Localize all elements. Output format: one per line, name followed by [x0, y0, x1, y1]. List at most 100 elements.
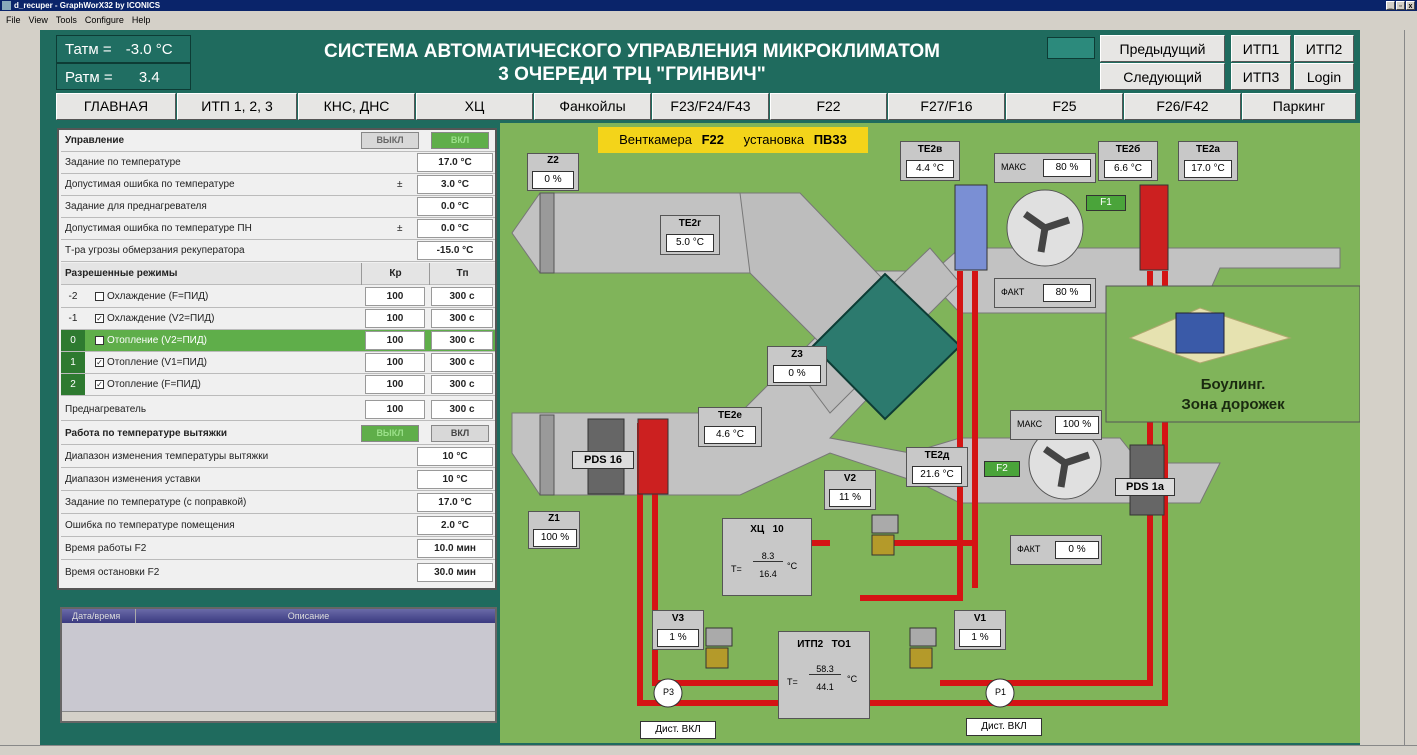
stop-time-field[interactable]: 30.0 мин: [417, 563, 493, 582]
z1-value[interactable]: 100 %: [533, 529, 577, 547]
restore-button[interactable]: ▫: [1396, 1, 1405, 10]
menu-bar: File View Tools Configure Help: [0, 11, 1417, 29]
nav-f27[interactable]: F27/F16: [888, 93, 1005, 120]
mode-checkbox[interactable]: ✓Отопление (V1=ПИД): [95, 357, 207, 368]
mode-kp-field[interactable]: 100: [365, 353, 425, 372]
v3-value[interactable]: 1 %: [657, 629, 699, 647]
log-scrollbar[interactable]: [62, 711, 495, 721]
te2e-value[interactable]: 4.6 °C: [704, 426, 756, 444]
valve-v2-actuator: [871, 514, 899, 534]
mode-checkbox[interactable]: Охлаждение (F=ПИД): [95, 291, 208, 302]
freeze-threshold-field[interactable]: -15.0 °C: [417, 241, 493, 260]
itp1-button[interactable]: ИТП1: [1231, 35, 1291, 62]
exhaust-off-button[interactable]: ВЫКЛ: [361, 425, 419, 442]
horizontal-scrollbar[interactable]: [0, 745, 1417, 755]
menu-help[interactable]: Help: [131, 15, 151, 25]
nav-kns[interactable]: КНС, ДНС: [298, 93, 415, 120]
next-button[interactable]: Следующий: [1100, 63, 1225, 90]
te2g-value[interactable]: 5.0 °C: [666, 234, 714, 252]
mode-kp-field[interactable]: 100: [365, 331, 425, 350]
nav-xc[interactable]: ХЦ: [416, 93, 533, 120]
pds16-label: PDS 16: [572, 451, 634, 469]
preheater-tp-field[interactable]: 300 с: [431, 400, 493, 419]
te2v-value[interactable]: 4.4 °C: [906, 160, 954, 178]
te2b-value[interactable]: 6.6 °C: [1104, 160, 1152, 178]
te2d-widget: ТЕ2д 21.6 °C: [906, 447, 968, 487]
te2b-label: ТЕ2б: [1115, 144, 1141, 155]
fact-top-widget: ФАКТ 80 %: [994, 278, 1096, 308]
mode-tp-field[interactable]: 300 с: [431, 331, 493, 350]
p1-remote-button[interactable]: Дист. ВКЛ: [966, 718, 1042, 736]
nav-main[interactable]: ГЛАВНАЯ: [56, 93, 176, 120]
patm-readout: Ратм = 3.4: [56, 63, 191, 90]
exhaust-range-row: Диапазон изменения температуры вытяжки 1…: [61, 446, 495, 468]
log-col-datetime[interactable]: Дата/время: [62, 609, 136, 623]
temp-error-field[interactable]: 3.0 °C: [417, 175, 493, 194]
fact-top-value[interactable]: 80 %: [1043, 284, 1091, 302]
menu-file[interactable]: File: [6, 15, 21, 25]
nav-itp123[interactable]: ИТП 1, 2, 3: [177, 93, 297, 120]
nav-f25[interactable]: F25: [1006, 93, 1123, 120]
fact-label: ФАКТ: [1017, 544, 1041, 554]
nav-fancoils[interactable]: Фанкойлы: [534, 93, 651, 120]
itp2-supply-temp: 58.3: [809, 664, 841, 675]
temp-error-row: Допустимая ошибка по температуре ± 3.0 °…: [61, 174, 495, 196]
nav-f23[interactable]: F23/F24/F43: [652, 93, 769, 120]
menu-configure[interactable]: Configure: [84, 15, 124, 25]
log-col-description[interactable]: Описание: [287, 611, 330, 621]
nav-parking[interactable]: Паркинг: [1242, 93, 1356, 120]
prev-button[interactable]: Предыдущий: [1100, 35, 1225, 62]
mode-tp-field[interactable]: 300 с: [431, 353, 493, 372]
run-time-field[interactable]: 10.0 мин: [417, 539, 493, 558]
menu-view[interactable]: View: [28, 15, 48, 25]
setpoint-range-field[interactable]: 10 °C: [417, 470, 493, 489]
mode-kp-field[interactable]: 100: [365, 309, 425, 328]
v1-value[interactable]: 1 %: [959, 629, 1001, 647]
itp2-widget[interactable]: ИТП2 ТО1 Т= 58.3 44.1 °С: [778, 631, 870, 719]
freeze-threshold-label: Т-ра угрозы обмерзания рекуператора: [65, 245, 245, 256]
temp-setpoint-field[interactable]: 17.0 °C: [417, 153, 493, 172]
corrected-setpoint-field[interactable]: 17.0 °C: [417, 493, 493, 512]
z2-value[interactable]: 0 %: [532, 171, 574, 189]
v2-value[interactable]: 11 %: [829, 489, 871, 507]
mode-kp-field[interactable]: 100: [365, 375, 425, 394]
z3-label: Z3: [791, 349, 803, 360]
max-top-value[interactable]: 80 %: [1043, 159, 1091, 177]
control-on-button[interactable]: ВКЛ: [431, 132, 489, 149]
fact-bottom-value[interactable]: 0 %: [1055, 541, 1099, 559]
preheat-setpoint-field[interactable]: 0.0 °C: [417, 197, 493, 216]
v1-label: V1: [973, 613, 987, 624]
exhaust-range-field[interactable]: 10 °C: [417, 447, 493, 466]
room-error-field[interactable]: 2.0 °C: [417, 516, 493, 535]
menu-tools[interactable]: Tools: [55, 15, 77, 25]
minimize-button[interactable]: _: [1386, 1, 1395, 10]
te2d-value[interactable]: 21.6 °C: [912, 466, 962, 484]
itp2-button[interactable]: ИТП2: [1294, 35, 1354, 62]
nav-f26[interactable]: F26/F42: [1124, 93, 1241, 120]
z3-value[interactable]: 0 %: [773, 365, 821, 383]
mode-tp-field[interactable]: 300 с: [431, 309, 493, 328]
vertical-scrollbar[interactable]: [1404, 30, 1417, 745]
z2-widget: Z2 0 %: [527, 153, 579, 191]
v3-label: V3: [671, 613, 685, 624]
preheat-error-field[interactable]: 0.0 °C: [417, 219, 493, 238]
itp2-t-label: Т=: [787, 677, 798, 687]
mode-checkbox[interactable]: ✓Отопление (F=ПИД): [95, 379, 201, 390]
login-button[interactable]: Login: [1294, 63, 1354, 90]
close-button[interactable]: x: [1406, 1, 1415, 10]
xc-widget[interactable]: ХЦ 10 Т= 8.3 16.4 °С: [722, 518, 812, 596]
mode-tp-field[interactable]: 300 с: [431, 287, 493, 306]
exhaust-on-button[interactable]: ВКЛ: [431, 425, 489, 442]
mode-kp-field[interactable]: 100: [365, 287, 425, 306]
control-off-button[interactable]: ВЫКЛ: [361, 132, 419, 149]
mode-checkbox[interactable]: ✓Отопление (V2=ПИД): [95, 335, 207, 346]
itp3-button[interactable]: ИТП3: [1231, 63, 1291, 90]
max-bottom-value[interactable]: 100 %: [1055, 416, 1099, 434]
p3-remote-button[interactable]: Дист. ВКЛ: [640, 721, 716, 739]
te2a-value[interactable]: 17.0 °C: [1184, 160, 1232, 178]
mode-checkbox[interactable]: ✓Охлаждение (V2=ПИД): [95, 313, 214, 324]
mode-tp-field[interactable]: 300 с: [431, 375, 493, 394]
preheater-kp-field[interactable]: 100: [365, 400, 425, 419]
tatm-label: Татм =: [65, 41, 112, 58]
nav-f22[interactable]: F22: [770, 93, 887, 120]
